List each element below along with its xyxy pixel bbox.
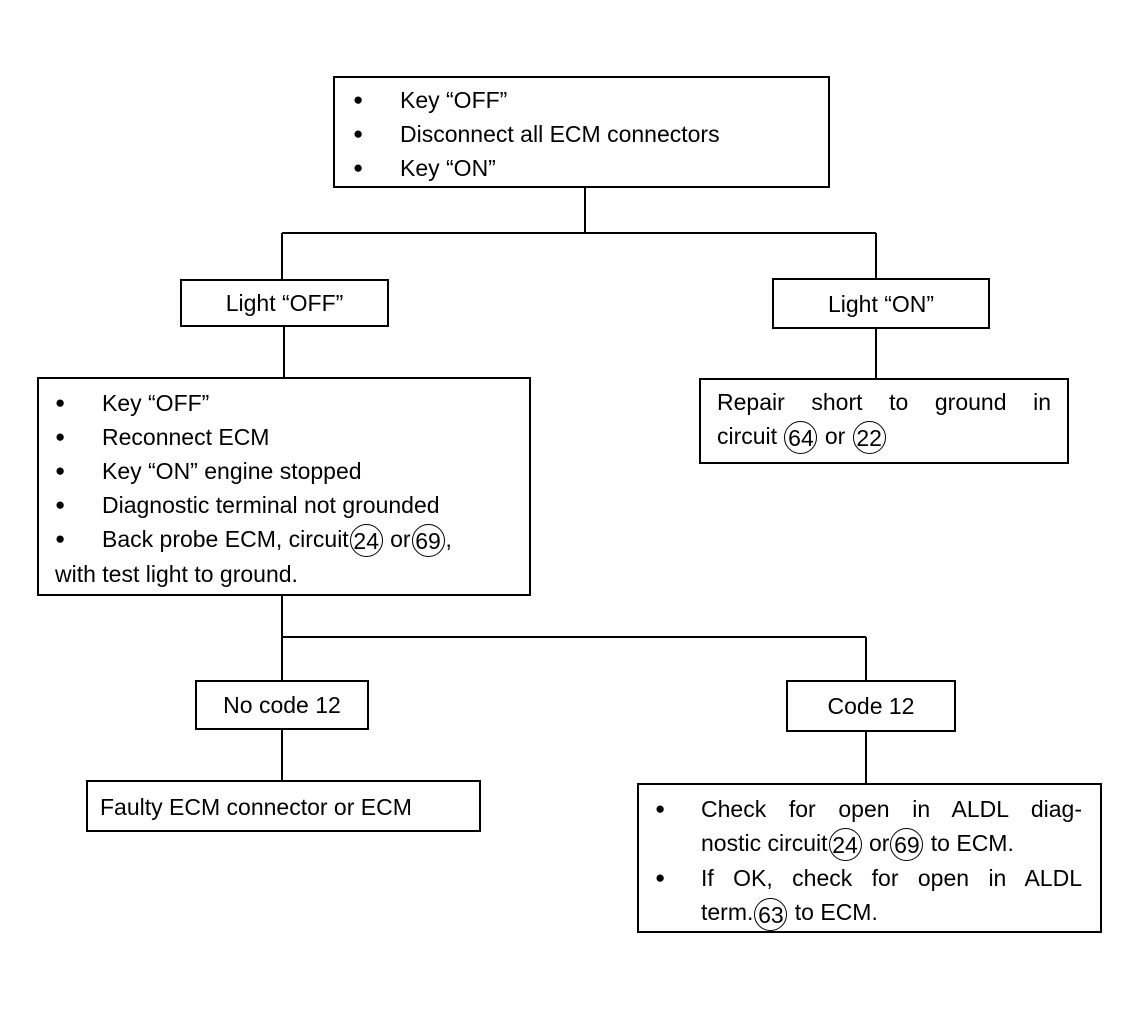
start-step: Key “ON” [335,151,828,185]
open-check-step: If OK, check for open in ALDL term.63 to… [639,861,1082,931]
faulty-ecm-text: Faulty ECM connector or ECM [100,794,412,820]
check-step: Diagnostic terminal not grounded [39,488,529,522]
circuit-22-icon: 22 [852,421,886,455]
check-step: Reconnect ECM [39,420,529,454]
check-steps-box: Key “OFF” Reconnect ECM Key “ON” engine … [37,377,531,596]
circuit-24-icon: 24 [828,828,862,862]
circuit-69-icon: 69 [411,524,445,558]
code-12-box: Code 12 [786,680,956,732]
circuit-64-icon: 64 [784,421,818,455]
connector-start [281,187,877,279]
repair-text: Repair short to ground in [717,389,1051,415]
connector-check [281,595,867,780]
light-off-box: Light “OFF” [180,279,389,327]
light-off-label: Light “OFF” [225,290,344,316]
check-step-continuation: with test light to ground. [55,561,298,588]
no-code-12-box: No code 12 [195,680,369,730]
no-code-12-label: No code 12 [223,692,341,718]
repair-box: Repair short to ground in circuit 64 or … [699,378,1069,464]
faulty-ecm-box: Faulty ECM connector or ECM [86,780,481,832]
open-circuit-check-box: Check for open in ALDL diag- nostic circ… [637,783,1102,933]
circuit-69-icon: 69 [890,828,924,862]
code-12-label: Code 12 [827,693,915,719]
open-check-step: Check for open in ALDL diag- nostic circ… [639,792,1082,862]
start-step: Disconnect all ECM connectors [335,117,828,151]
check-step: Key “OFF” [39,386,529,420]
circuit-63-icon: 63 [754,897,788,931]
light-on-label: Light “ON” [827,290,935,317]
circuit-24-icon: 24 [349,524,383,558]
repair-circuits: circuit 64 or 22 [717,419,1051,455]
start-step: Key “OFF” [335,83,828,117]
light-on-box: Light “ON” [772,278,990,329]
start-steps-box: Key “OFF” Disconnect all ECM connectors … [333,76,830,188]
check-step: Key “ON” engine stopped [39,454,529,488]
